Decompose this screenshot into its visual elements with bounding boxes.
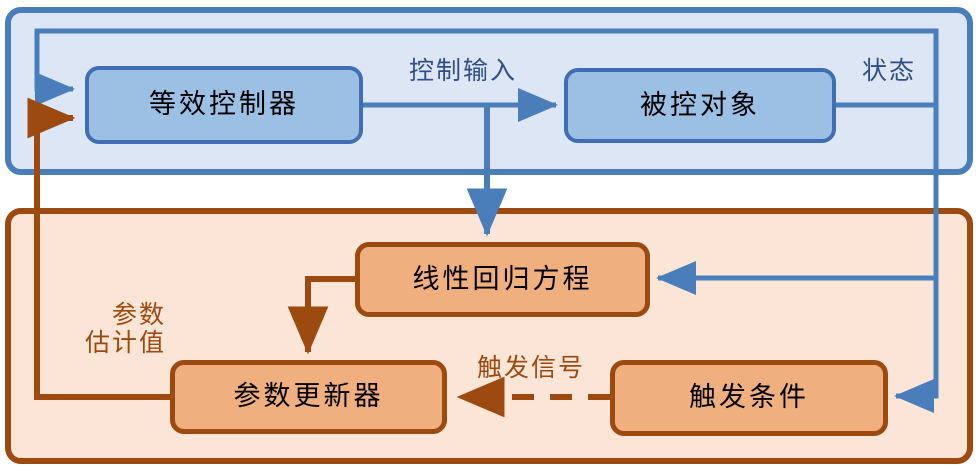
node-equivalent-controller[interactable]: 等效控制器 — [85, 66, 363, 144]
node-linear-regression-equation-label: 线性回归方程 — [412, 263, 593, 294]
edge-label-state: 状态 — [861, 58, 916, 85]
node-parameter-updater[interactable]: 参数更新器 — [170, 360, 447, 434]
node-equivalent-controller-label: 等效控制器 — [149, 89, 299, 120]
edge-label-control-input: 控制输入 — [408, 58, 517, 85]
node-parameter-updater-label: 参数更新器 — [233, 381, 384, 412]
node-controlled-plant[interactable]: 被控对象 — [564, 68, 836, 143]
node-linear-regression-equation[interactable]: 线性回归方程 — [355, 242, 650, 317]
node-trigger-condition-label: 触发条件 — [689, 382, 809, 413]
edge-label-trigger-signal: 触发信号 — [476, 355, 585, 382]
node-controlled-plant-label: 被控对象 — [640, 89, 760, 120]
edge-label-parameter-estimate: 参数 估计值 — [84, 302, 166, 357]
node-trigger-condition[interactable]: 触发条件 — [610, 360, 888, 436]
